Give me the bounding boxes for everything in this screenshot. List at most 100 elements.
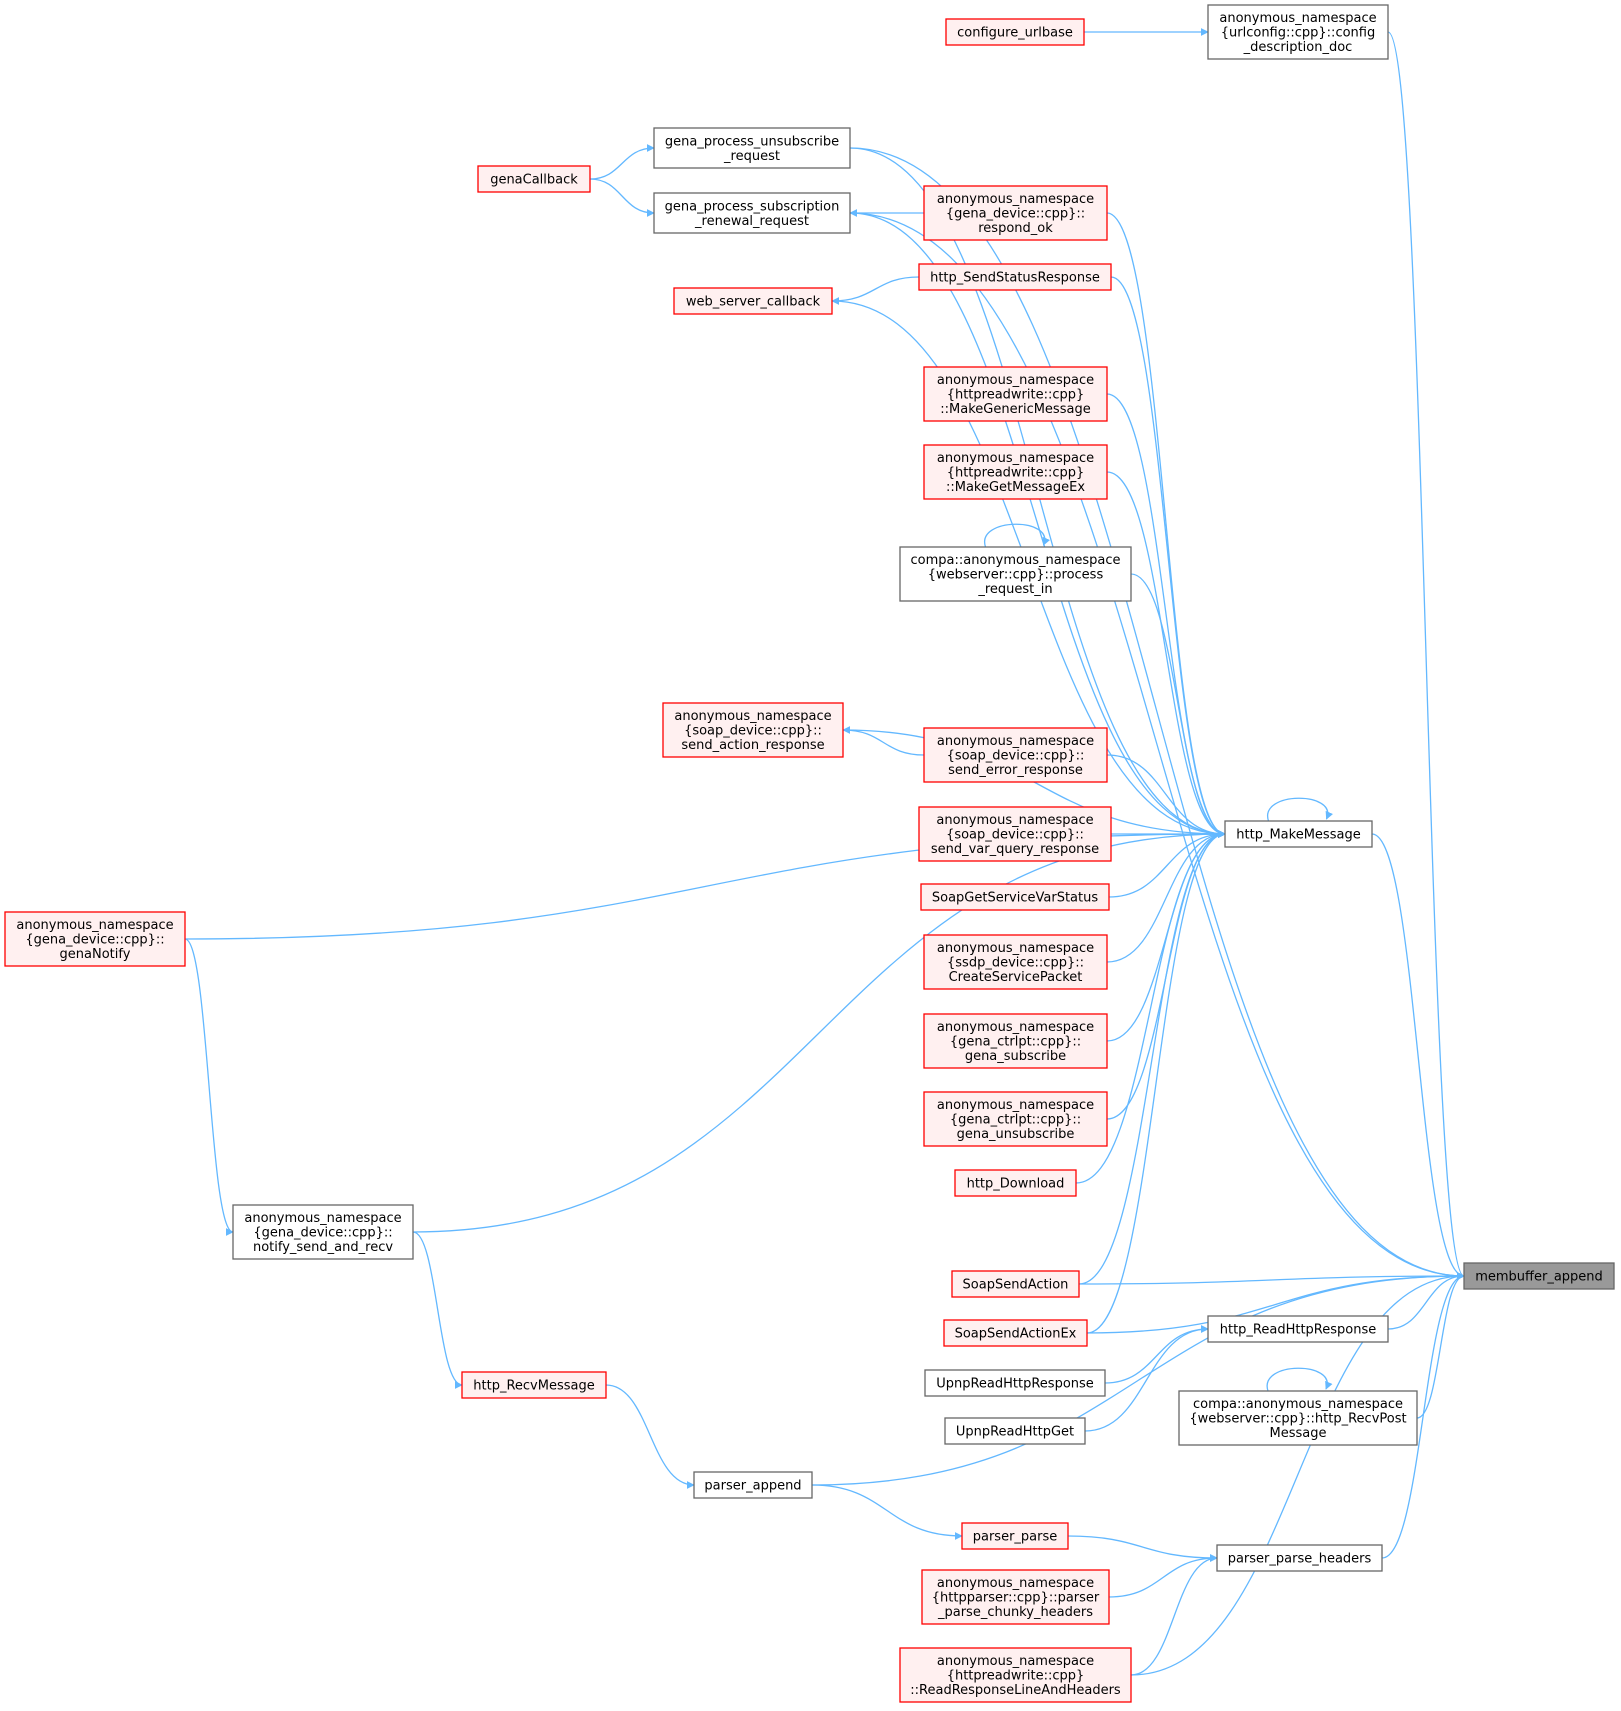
node-SoapGetServiceVarStatus[interactable]: SoapGetServiceVarStatus <box>920 883 1110 911</box>
node-gena_unsubscribe[interactable]: anonymous_namespace{gena_ctrlpt::cpp}::g… <box>923 1091 1108 1147</box>
node-box <box>673 287 833 315</box>
node-gena_subscribe[interactable]: anonymous_namespace{gena_ctrlpt::cpp}::g… <box>923 1013 1108 1069</box>
nodes: membuffer_appendanonymous_namespace{urlc… <box>4 4 1615 1703</box>
edge-SoapGetServiceVarStatus-to-http_MakeMessage <box>1108 830 1226 898</box>
node-parser_append[interactable]: parser_append <box>693 1471 813 1499</box>
node-label: {gena_device::cpp}:: <box>253 1226 392 1241</box>
node-box <box>232 1204 414 1260</box>
edge-config_description_doc-to-membuffer_append <box>1387 31 1465 1280</box>
node-box <box>1207 1315 1389 1343</box>
edge-MakeGetMessageEx-to-http_MakeMessage <box>1106 471 1226 838</box>
node-label: CreateServicePacket <box>949 970 1083 985</box>
node-send_var_query_response[interactable]: anonymous_namespace{soap_device::cpp}::s… <box>918 806 1112 862</box>
node-box <box>461 1371 607 1399</box>
node-box <box>923 1091 1108 1147</box>
node-label: SoapGetServiceVarStatus <box>932 891 1098 906</box>
node-box <box>923 185 1108 241</box>
edge-http_RecvMessage-to-parser_append <box>605 1384 695 1489</box>
node-label: {urlconfig::cpp}::config <box>1221 26 1375 41</box>
node-label: http_SendStatusResponse <box>930 271 1100 286</box>
node-box <box>899 546 1132 602</box>
node-label: gena_unsubscribe <box>957 1127 1075 1142</box>
node-genaCallback[interactable]: genaCallback <box>477 165 591 193</box>
node-label: {webserver::cpp}::process <box>928 568 1104 583</box>
node-http_RecvMessage[interactable]: http_RecvMessage <box>461 1371 607 1399</box>
node-ReadResponseLineAndHeaders[interactable]: anonymous_namespace{httpreadwrite::cpp}:… <box>899 1647 1132 1703</box>
node-label: gena_process_subscription <box>665 199 840 214</box>
node-send_action_response[interactable]: anonymous_namespace{soap_device::cpp}::s… <box>662 702 844 758</box>
node-http_SendStatusResponse[interactable]: http_SendStatusResponse <box>918 263 1112 291</box>
edge-process_request_in-to-process_request_in <box>984 523 1051 548</box>
node-configure_urlbase[interactable]: configure_urlbase <box>945 18 1085 46</box>
node-label: anonymous_namespace <box>937 451 1094 466</box>
edge-genaCallback-to-gena_process_subscription_renewal_request <box>589 178 655 217</box>
node-box <box>923 366 1108 422</box>
node-genaNotify[interactable]: anonymous_namespace{gena_device::cpp}::g… <box>4 911 186 967</box>
edge-UpnpReadHttpResponse-to-http_ReadHttpResponse <box>1104 1325 1209 1384</box>
edge-http_MakeMessage-to-membuffer_append <box>1371 833 1465 1280</box>
node-label: web_server_callback <box>686 295 821 310</box>
node-respond_ok[interactable]: anonymous_namespace{gena_device::cpp}::r… <box>923 185 1108 241</box>
node-box <box>943 1319 1088 1347</box>
node-http_ReadHttpResponse[interactable]: http_ReadHttpResponse <box>1207 1315 1389 1343</box>
node-label: gena_process_unsubscribe <box>665 134 839 149</box>
node-config_description_doc[interactable]: anonymous_namespace{urlconfig::cpp}::con… <box>1207 4 1389 60</box>
node-parser_parse_headers[interactable]: parser_parse_headers <box>1216 1544 1383 1572</box>
node-label: _parse_chunky_headers <box>937 1605 1093 1620</box>
node-label: ::MakeGetMessageEx <box>946 480 1085 495</box>
edge-UpnpReadHttpGet-to-http_ReadHttpResponse <box>1084 1325 1209 1432</box>
node-gena_process_unsubscribe_request[interactable]: gena_process_unsubscribe_request <box>653 127 851 169</box>
edge-http_SendStatusResponse-to-web_server_callback <box>831 276 920 305</box>
node-web_server_callback[interactable]: web_server_callback <box>673 287 833 315</box>
node-http_RecvPostMessage[interactable]: compa::anonymous_namespace{webserver::cp… <box>1178 1390 1418 1446</box>
node-gena_process_subscription_renewal_request[interactable]: gena_process_subscription_renewal_reques… <box>653 192 851 234</box>
node-label: _request <box>723 149 780 164</box>
node-box <box>918 263 1112 291</box>
node-box <box>951 1270 1080 1298</box>
node-box <box>921 1569 1110 1625</box>
node-label: anonymous_namespace <box>937 373 1094 388</box>
node-box <box>923 1013 1108 1069</box>
node-parser_parse_chunky_headers[interactable]: anonymous_namespace{httpparser::cpp}::pa… <box>921 1569 1110 1625</box>
node-SoapSendAction[interactable]: SoapSendAction <box>951 1270 1080 1298</box>
edge-genaNotify-to-notify_send_and_recv <box>184 938 234 1236</box>
node-membuffer_append[interactable]: membuffer_append <box>1463 1262 1615 1290</box>
node-http_Download[interactable]: http_Download <box>954 1169 1077 1197</box>
node-box <box>693 1471 813 1499</box>
node-label: {soap_device::cpp}:: <box>684 724 822 739</box>
node-label: ::ReadResponseLineAndHeaders <box>910 1683 1121 1698</box>
node-SoapSendActionEx[interactable]: SoapSendActionEx <box>943 1319 1088 1347</box>
node-box <box>923 727 1108 783</box>
node-send_error_response[interactable]: anonymous_namespace{soap_device::cpp}::s… <box>923 727 1108 783</box>
node-label: http_ReadHttpResponse <box>1220 1323 1377 1338</box>
node-label: _description_doc <box>1243 40 1353 55</box>
node-box <box>4 911 186 967</box>
edge-parser_parse_chunky_headers-to-parser_parse_headers <box>1108 1554 1218 1598</box>
node-label: {soap_device::cpp}:: <box>947 749 1085 764</box>
node-MakeGetMessageEx[interactable]: anonymous_namespace{httpreadwrite::cpp}:… <box>923 444 1108 500</box>
node-label: {gena_device::cpp}:: <box>946 207 1085 222</box>
node-label: {httpreadwrite::cpp} <box>947 388 1085 403</box>
node-parser_parse[interactable]: parser_parse <box>961 1522 1069 1550</box>
edge-SoapSendAction-to-membuffer_append <box>1078 1272 1465 1285</box>
node-box <box>1224 820 1373 848</box>
edge-send_error_response-to-send_action_response <box>842 726 925 756</box>
node-label: genaCallback <box>490 173 578 188</box>
node-CreateServicePacket[interactable]: anonymous_namespace{ssdp_device::cpp}::C… <box>923 934 1108 990</box>
node-label: anonymous_namespace <box>674 709 831 724</box>
node-UpnpReadHttpGet[interactable]: UpnpReadHttpGet <box>944 1417 1086 1445</box>
node-notify_send_and_recv[interactable]: anonymous_namespace{gena_device::cpp}::n… <box>232 1204 414 1260</box>
edge-ReadResponseLineAndHeaders-to-parser_parse_headers <box>1130 1554 1218 1676</box>
node-label: http_Download <box>967 1177 1065 1192</box>
node-label: anonymous_namespace <box>937 1020 1094 1035</box>
node-http_MakeMessage[interactable]: http_MakeMessage <box>1224 820 1373 848</box>
node-box <box>945 18 1085 46</box>
node-MakeGenericMessage[interactable]: anonymous_namespace{httpreadwrite::cpp}:… <box>923 366 1108 422</box>
node-UpnpReadHttpResponse[interactable]: UpnpReadHttpResponse <box>924 1369 1106 1397</box>
node-label: {gena_ctrlpt::cpp}:: <box>950 1113 1081 1128</box>
node-label: compa::anonymous_namespace <box>1193 1397 1403 1412</box>
node-label: anonymous_namespace <box>244 1211 401 1226</box>
node-process_request_in[interactable]: compa::anonymous_namespace{webserver::cp… <box>899 546 1132 602</box>
node-label: anonymous_namespace <box>937 192 1094 207</box>
